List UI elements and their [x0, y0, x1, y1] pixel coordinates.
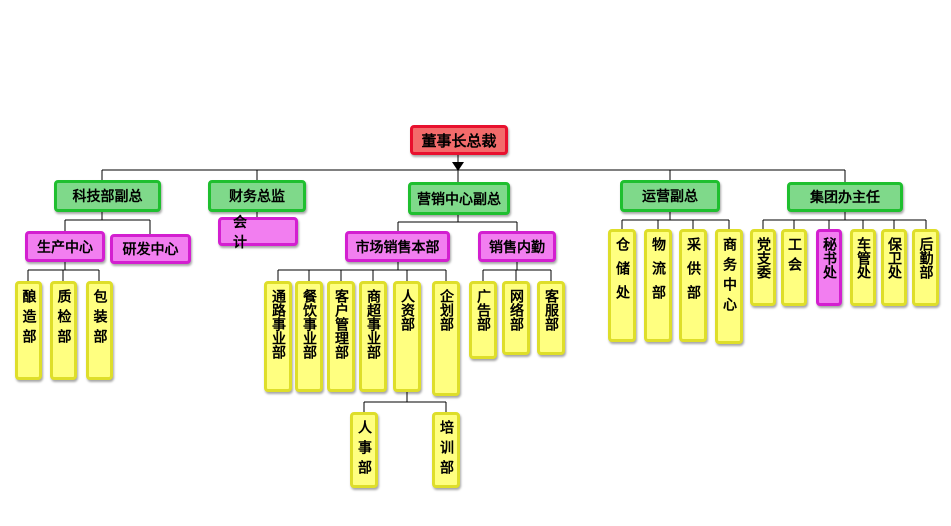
chairman-node: 董事长总裁 — [410, 125, 508, 155]
dept-label: 企划部 — [438, 289, 454, 331]
dept-planning-node: 企划部 — [432, 281, 460, 396]
dept-business-center-node: 商务中心 — [715, 229, 743, 344]
dept-channel-node: 通路事业部 — [264, 281, 292, 392]
dept-label: 党支委 — [755, 237, 771, 279]
dept-label: 培训部 — [438, 420, 454, 480]
accounting-node: 会 计 — [218, 215, 298, 251]
dept-label: 网络部 — [508, 289, 524, 331]
dept-customer-service-node: 客服部 — [537, 281, 565, 355]
rnd-center-node: 研发中心 — [110, 234, 191, 264]
dept-vehicle-mgmt-node: 车管处 — [850, 229, 876, 306]
dept-label: 商超事业部 — [365, 289, 381, 359]
dept-label: 保卫处 — [886, 237, 902, 279]
dept-label: 餐饮事业部 — [301, 289, 317, 359]
dept-label: 采供部 — [685, 237, 701, 309]
dept-network-node: 网络部 — [502, 281, 530, 355]
dept-training-node: 培训部 — [432, 412, 460, 488]
dept-party-branch-node: 党支委 — [750, 229, 776, 306]
dept-hr-node: 人资部 — [393, 281, 421, 392]
dept-catering-node: 餐饮事业部 — [295, 281, 323, 392]
dept-logistics-node: 物流部 — [644, 229, 672, 342]
dept-label: 商务中心 — [721, 237, 737, 317]
dept-label: 客服部 — [543, 289, 559, 331]
dept-label: 质检部 — [55, 289, 72, 349]
vp-finance-node: 财务总监 — [208, 180, 306, 212]
dept-brewing-node: 酿造部 — [15, 281, 42, 380]
dept-label: 通路事业部 — [270, 289, 286, 359]
dept-warehouse-node: 仓储处 — [608, 229, 636, 342]
dept-label: 后勤部 — [917, 237, 934, 279]
dept-label: 物流部 — [650, 237, 666, 309]
dept-secretariat-node: 秘书处 — [816, 229, 842, 306]
dept-label: 客户管理部 — [333, 289, 349, 359]
dept-label: 工会 — [786, 237, 802, 277]
dept-label: 人事部 — [356, 420, 372, 480]
dept-security-node: 保卫处 — [881, 229, 907, 306]
dept-procurement-node: 采供部 — [679, 229, 707, 342]
dept-packaging-node: 包装部 — [86, 281, 113, 380]
dept-label: 仓储处 — [614, 237, 630, 309]
dept-supermarket-node: 商超事业部 — [359, 281, 387, 392]
production-center-node: 生产中心 — [25, 231, 105, 262]
dept-union-node: 工会 — [781, 229, 807, 306]
dept-qc-node: 质检部 — [50, 281, 77, 380]
sales-internal-node: 销售内勤 — [478, 231, 556, 262]
dept-label: 包装部 — [91, 289, 108, 349]
dept-label: 酿造部 — [20, 289, 37, 349]
dept-customer-mgmt-node: 客户管理部 — [327, 281, 355, 392]
dept-advertising-node: 广告部 — [469, 281, 497, 359]
office-director-node: 集团办主任 — [787, 182, 903, 212]
vp-tech-node: 科技部副总 — [54, 180, 161, 212]
dept-logistics-support-node: 后勤部 — [912, 229, 939, 306]
vp-marketing-node: 营销中心副总 — [408, 182, 510, 215]
dept-personnel-node: 人事部 — [350, 412, 378, 488]
dept-label: 车管处 — [855, 237, 871, 279]
dept-label: 秘书处 — [821, 237, 837, 279]
market-sales-hq-node: 市场销售本部 — [345, 231, 450, 262]
root-arrow — [452, 162, 464, 171]
dept-label: 人资部 — [399, 289, 415, 331]
vp-operations-node: 运营副总 — [620, 180, 720, 212]
dept-label: 广告部 — [475, 289, 491, 331]
